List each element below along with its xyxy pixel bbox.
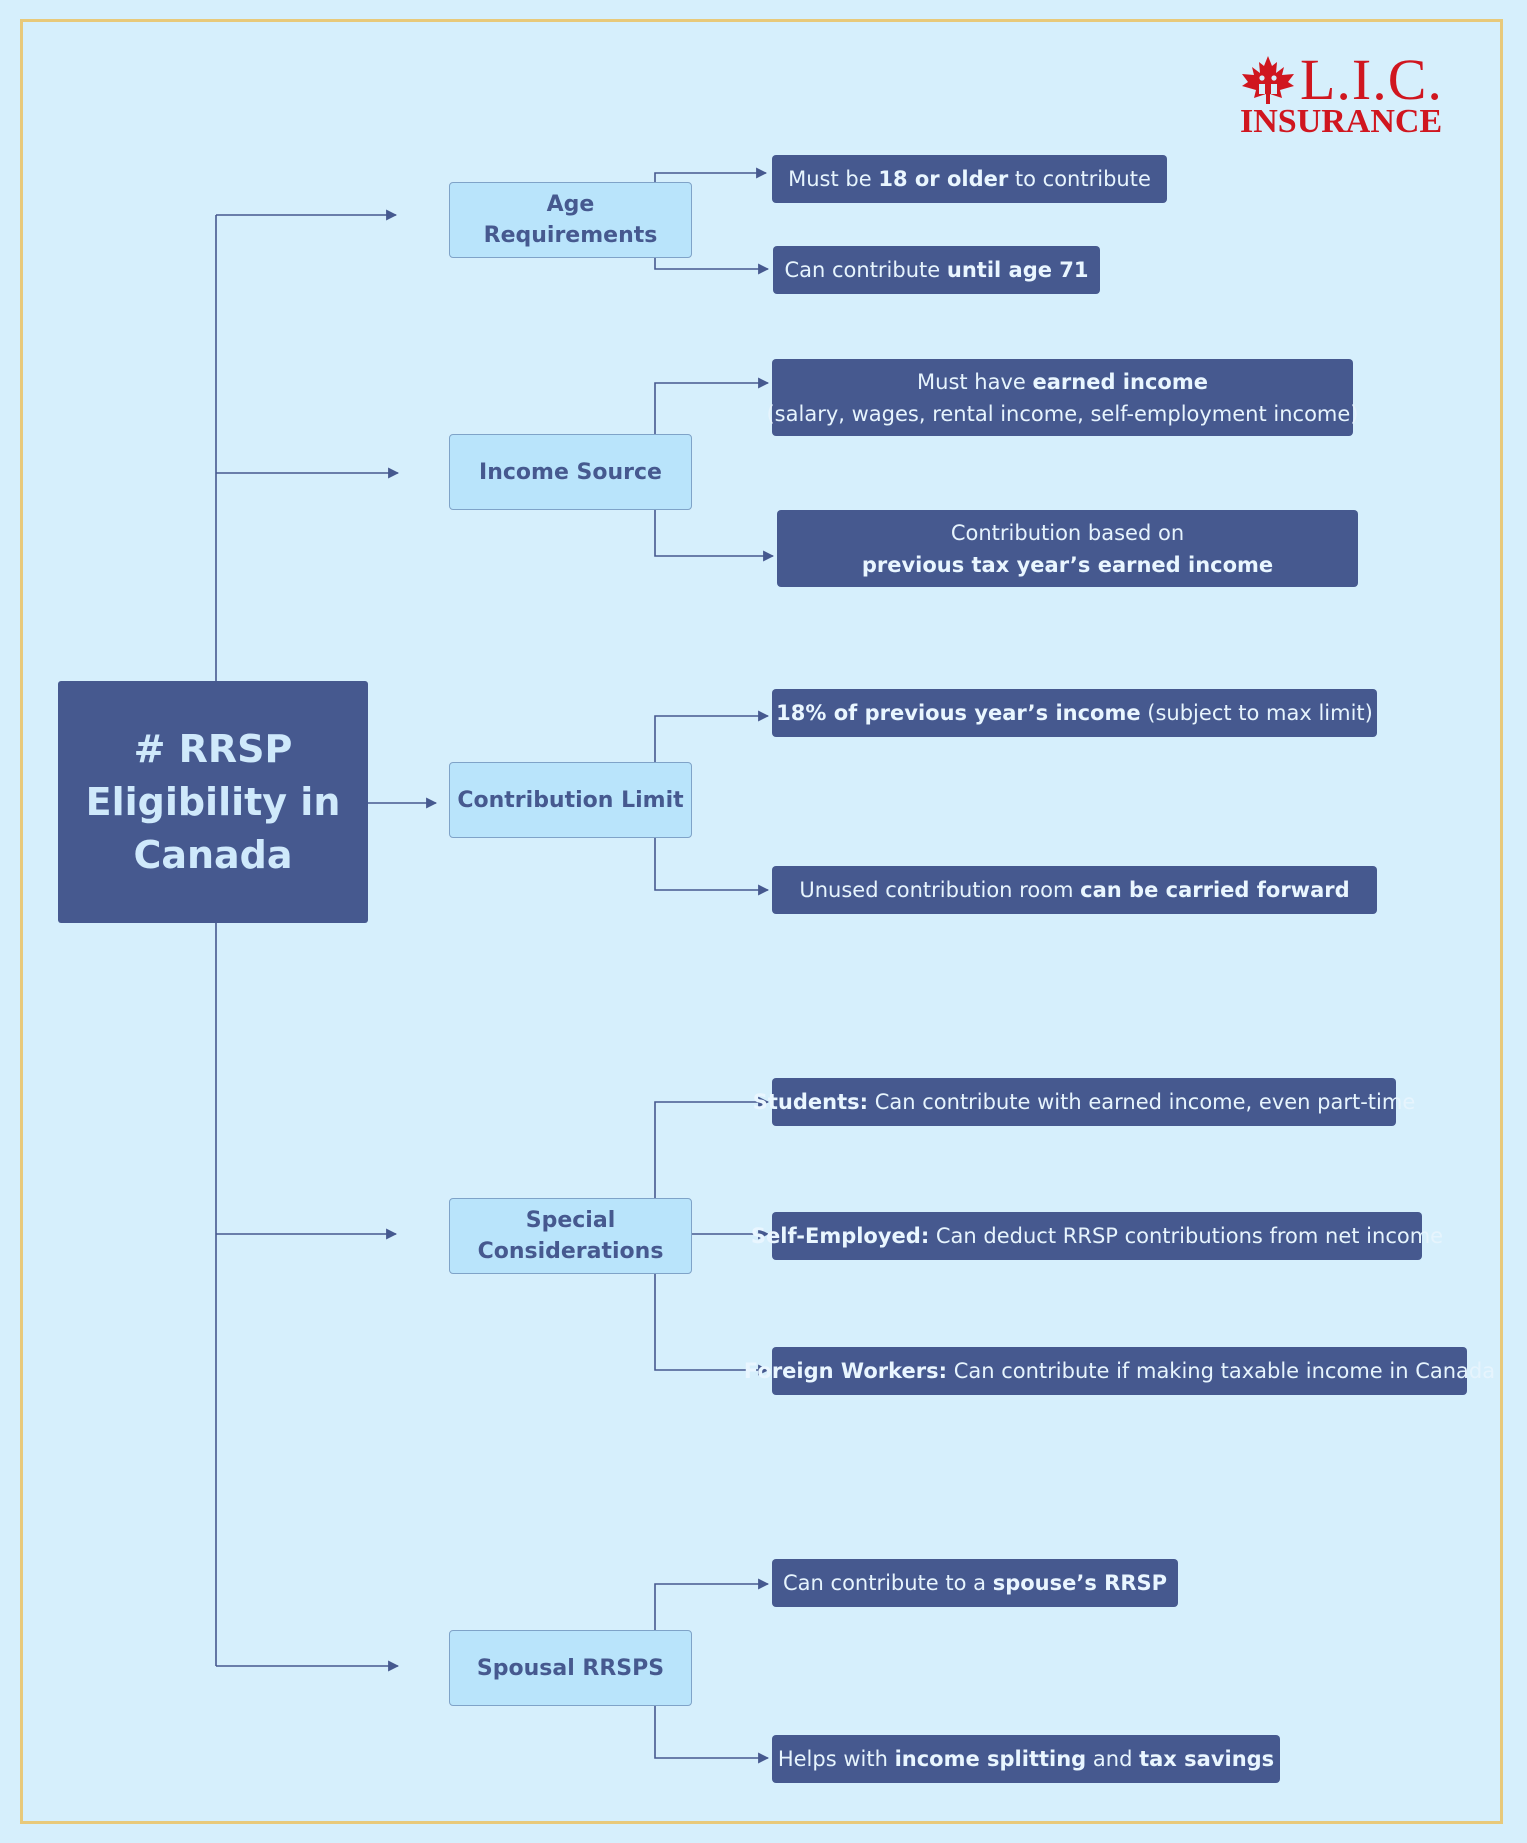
branch-income-2 [654,509,775,562]
leaf-spousal-contribute: Can contribute to a spouse’s RRSP [772,1559,1178,1607]
branch-spousal-2 [654,1706,770,1764]
leaf-limit-carry-forward: Unused contribution room can be carried … [772,866,1377,914]
leaf-limit-percent: 18% of previous year’s income (subject t… [772,689,1377,737]
root-title-line1: # RRSP [133,726,293,771]
branch-limit-1 [654,710,770,762]
category-label: Age [546,192,595,217]
branch-age-2 [654,258,770,275]
category-label: Contribution Limit [457,787,684,813]
leaf-age-min: Must be 18 or older to contribute [772,155,1167,203]
category-contribution-limit: Contribution Limit [449,762,692,838]
branch-limit-2 [654,838,770,896]
leaf-income-previous-year: Contribution based on previous tax year’… [777,510,1358,587]
leaf-special-foreign-workers: Foreign Workers: Can contribute if makin… [744,1347,1495,1395]
lic-insurance-logo: L.I.C. INSURANCE [1238,50,1442,140]
logo-text-insurance: INSURANCE [1240,103,1443,140]
category-age-requirements: Age Requirements [449,182,692,258]
category-income-source: Income Source [449,434,692,510]
root-title-line2: Eligibility in [85,779,341,824]
category-spousal-rrsps: Spousal RRSPS [449,1630,692,1706]
branch-special-3 [654,1274,770,1376]
root-title-line3: Canada [133,832,293,877]
page-border [20,19,1503,1824]
branch-spousal-1 [654,1578,770,1630]
category-special-considerations: Special Considerations [449,1198,692,1274]
leaf-income-earned: Must have earned income (salary, wages, … [766,359,1359,436]
category-label: Income Source [479,459,662,485]
branch-age-1 [654,167,768,183]
category-label: Considerations [477,1239,664,1264]
root-node: # RRSP Eligibility in Canada [58,681,368,923]
maple-leaf-family-icon [1242,56,1294,104]
category-label: Spousal RRSPS [476,1655,665,1681]
category-label: Requirements [483,223,658,248]
category-label: Special [525,1208,616,1233]
leaf-age-max: Can contribute until age 71 [773,246,1100,294]
logo-text-lic: L.I.C. [1300,47,1443,112]
branch-special-1 [654,1096,770,1198]
branch-income-1 [654,377,770,434]
leaf-special-self-employed: Self-Employed: Can deduct RRSP contribut… [751,1212,1443,1260]
leaf-special-students: Students: Can contribute with earned inc… [753,1078,1415,1126]
leaf-spousal-splitting: Helps with income splitting and tax savi… [772,1735,1280,1783]
